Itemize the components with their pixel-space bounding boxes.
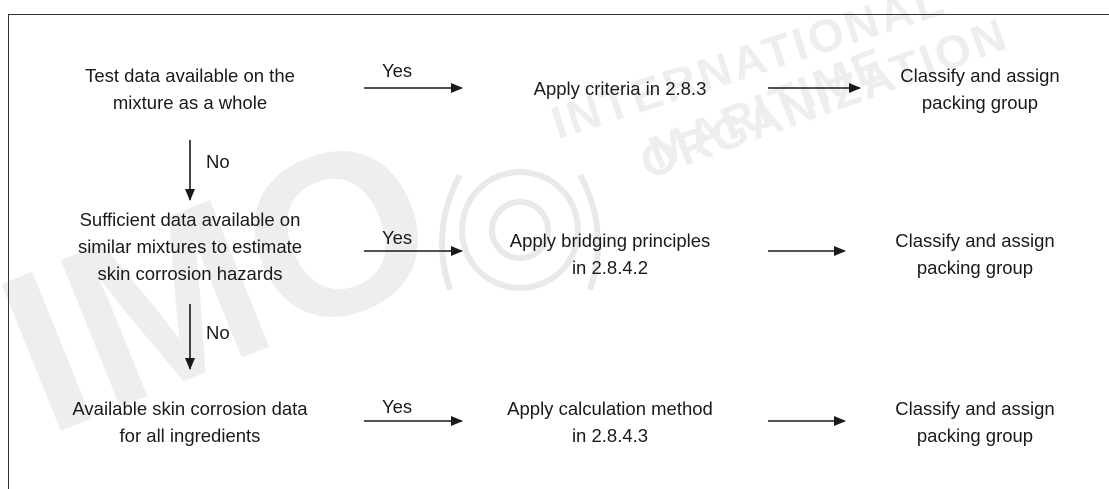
yes-label-1: Yes bbox=[382, 60, 413, 81]
yes-label-2: Yes bbox=[382, 227, 413, 248]
no-label-1: No bbox=[206, 151, 230, 172]
action-apply-criteria: Apply criteria in 2.8.3 bbox=[533, 78, 707, 99]
result-classify-1: Classify and assign packing group bbox=[900, 65, 1060, 113]
action-bridging-principles: Apply bridging principles in 2.8.4.2 bbox=[509, 230, 711, 278]
result-classify-2: Classify and assign packing group bbox=[895, 230, 1055, 278]
frame-top-border bbox=[8, 14, 1109, 15]
condition-test-data: Test data available on the mixture as a … bbox=[85, 65, 295, 113]
result-classify-3: Classify and assign packing group bbox=[895, 398, 1055, 446]
yes-label-3: Yes bbox=[382, 396, 413, 417]
no-label-2: No bbox=[206, 322, 230, 343]
condition-ingredient-data: Available skin corrosion data for all in… bbox=[72, 398, 308, 446]
frame-left-border bbox=[8, 14, 9, 489]
condition-similar-mixtures: Sufficient data available on similar mix… bbox=[77, 209, 303, 284]
action-calculation-method: Apply calculation method in 2.8.4.3 bbox=[507, 398, 713, 446]
